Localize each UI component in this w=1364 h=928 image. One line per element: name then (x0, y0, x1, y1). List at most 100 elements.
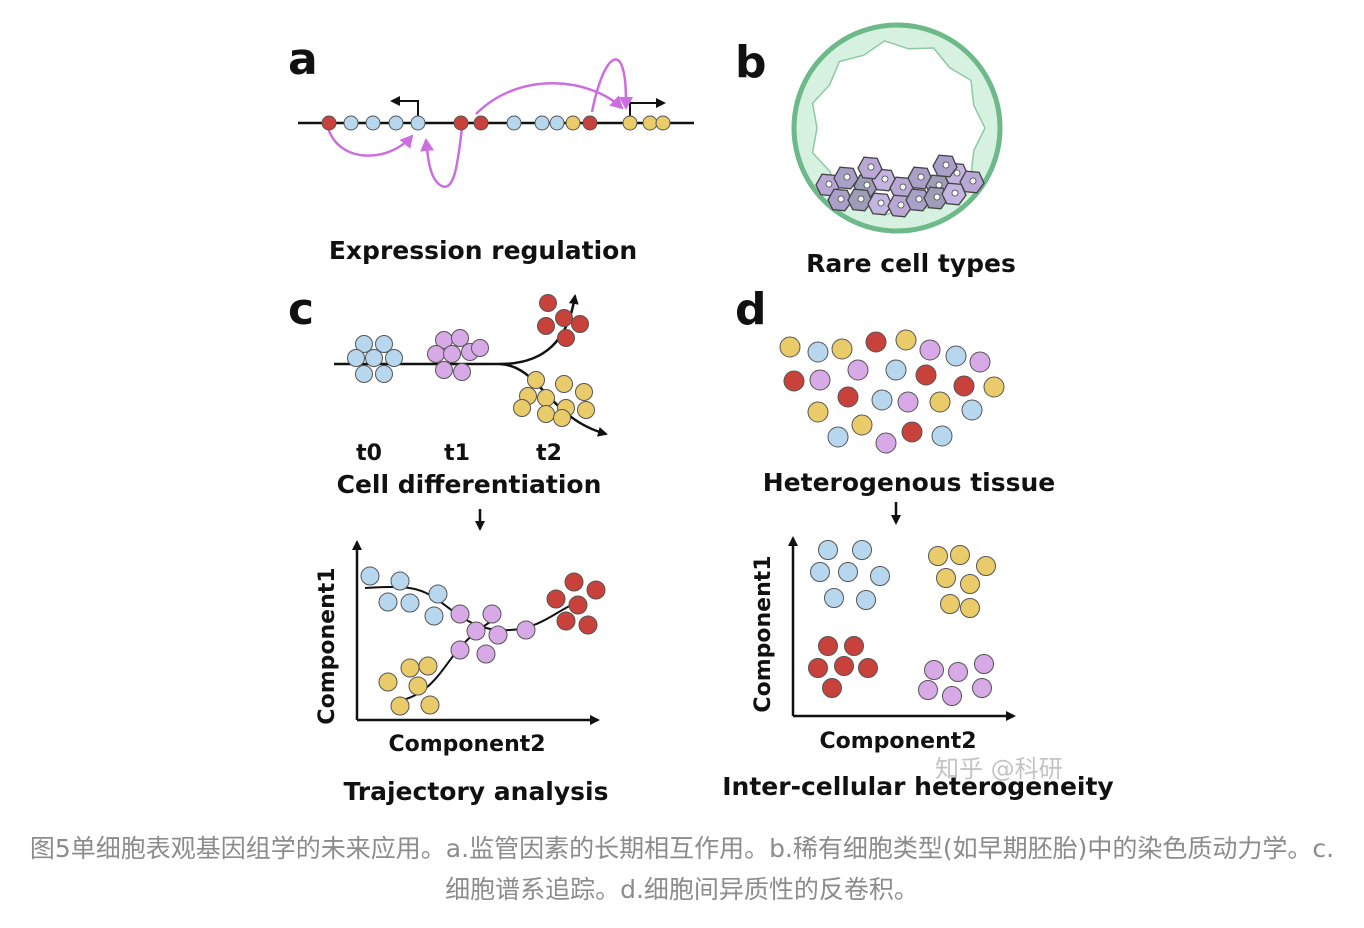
differentiating-cell (557, 329, 575, 347)
tissue-cell (897, 391, 919, 413)
tissue-cell (871, 389, 893, 411)
trajectory-point (482, 604, 502, 624)
cluster-point (974, 654, 994, 674)
cell-nucleus (857, 195, 865, 203)
trajectory-point (466, 621, 486, 641)
differentiating-cell (355, 365, 373, 383)
tissue-cell (895, 329, 917, 351)
differentiating-cell (471, 339, 489, 357)
tissue-cell (885, 359, 907, 381)
differentiating-cell (527, 371, 545, 389)
trajectory-point (450, 640, 470, 660)
regulation-arc-1 (326, 127, 414, 157)
regulatory-element-dot (473, 115, 489, 131)
differentiating-cell (553, 409, 571, 427)
trajectory-point (424, 606, 444, 626)
trajectory-point (390, 696, 410, 716)
regulatory-elements (321, 115, 671, 131)
cluster-point (858, 658, 878, 678)
tissue-cell (809, 369, 831, 391)
cluster-point (834, 656, 854, 676)
tissue-cell (961, 399, 983, 421)
trajectory-point (450, 604, 470, 624)
panel-c-letter: c (288, 284, 314, 335)
cell-nucleus (899, 183, 907, 191)
watermark: 知乎 @科研 (935, 755, 1063, 783)
figure: a Expression regulation b Rare cell type… (288, 22, 1114, 806)
cell-nucleus (915, 195, 923, 203)
clustering-x-label: Component2 (819, 729, 976, 754)
cell-nucleus (825, 180, 833, 188)
time-point-t1: t1 (444, 441, 470, 466)
tissue-cell (827, 426, 849, 448)
differentiating-cell (451, 329, 469, 347)
trajectory-point (420, 695, 440, 715)
cluster-point (856, 590, 876, 610)
trajectory-point (516, 620, 536, 640)
regulatory-element-dot (506, 115, 522, 131)
cluster-point (844, 636, 864, 656)
cell-nucleus (837, 195, 845, 203)
cluster-point (818, 540, 838, 560)
panel-c-bottom-label: Trajectory analysis (343, 777, 608, 806)
trajectory-point (578, 615, 598, 635)
regulatory-element-dot (343, 115, 359, 131)
inner-cell-mass (815, 154, 985, 218)
differentiating-cell (365, 349, 383, 367)
differentiating-cell (537, 389, 555, 407)
regulatory-element-dot (655, 115, 671, 131)
differentiation-cells (347, 294, 595, 427)
time-point-t0: t0 (356, 441, 382, 466)
cluster-point (810, 562, 830, 582)
differentiating-cell (577, 401, 595, 419)
cluster-point (936, 568, 956, 588)
differentiating-cell (453, 363, 471, 381)
trajectory-point (378, 592, 398, 612)
trajectory-point (360, 566, 380, 586)
cluster-point (838, 562, 858, 582)
tissue-cell (945, 345, 967, 367)
regulatory-element-dot (365, 115, 381, 131)
trajectory-x-label: Component2 (388, 732, 545, 757)
regulation-arc-4 (590, 58, 633, 113)
differentiating-cell (555, 309, 573, 327)
cluster-points (808, 540, 996, 706)
cell-nucleus (897, 201, 905, 209)
trajectory-point (418, 656, 438, 676)
cluster-point (818, 636, 838, 656)
trajectory-points (360, 566, 606, 716)
regulatory-element-dot (565, 115, 581, 131)
regulatory-element-dot (622, 115, 638, 131)
tissue-cell (847, 359, 869, 381)
cell-nucleus (933, 193, 941, 201)
regulatory-element-dot (582, 115, 598, 131)
cell-nucleus (935, 181, 943, 189)
regulatory-element-dot (642, 115, 658, 131)
cluster-point (918, 680, 938, 700)
regulatory-element-dot (388, 115, 404, 131)
tissue-cell (931, 425, 953, 447)
cluster-point (942, 686, 962, 706)
trajectory-point (408, 676, 428, 696)
tissue-cell (783, 370, 805, 392)
tissue-cell (901, 421, 923, 443)
tissue-cell (953, 375, 975, 397)
trajectory-point (586, 580, 606, 600)
tissue-cell (779, 336, 801, 358)
tissue-cell (875, 432, 897, 454)
differentiating-cell (571, 315, 589, 333)
panel-d: d Heterogenous tissue Component1 Compone… (722, 284, 1113, 801)
tissue-cell (919, 339, 941, 361)
differentiating-cell (555, 375, 573, 393)
panel-a-letter: a (288, 34, 318, 85)
lineage-branch-up (499, 294, 579, 366)
panel-c: c t0 t1 t2 Cell differentiation Componen… (288, 284, 609, 806)
regulatory-element-dot (549, 115, 565, 131)
trajectory-point (556, 611, 576, 631)
cell-nucleus (942, 161, 950, 169)
tissue-cell (865, 331, 887, 353)
differentiating-cell (443, 345, 461, 363)
regulation-arc-3 (475, 82, 624, 115)
differentiating-cell (347, 349, 365, 367)
cluster-point (808, 658, 828, 678)
